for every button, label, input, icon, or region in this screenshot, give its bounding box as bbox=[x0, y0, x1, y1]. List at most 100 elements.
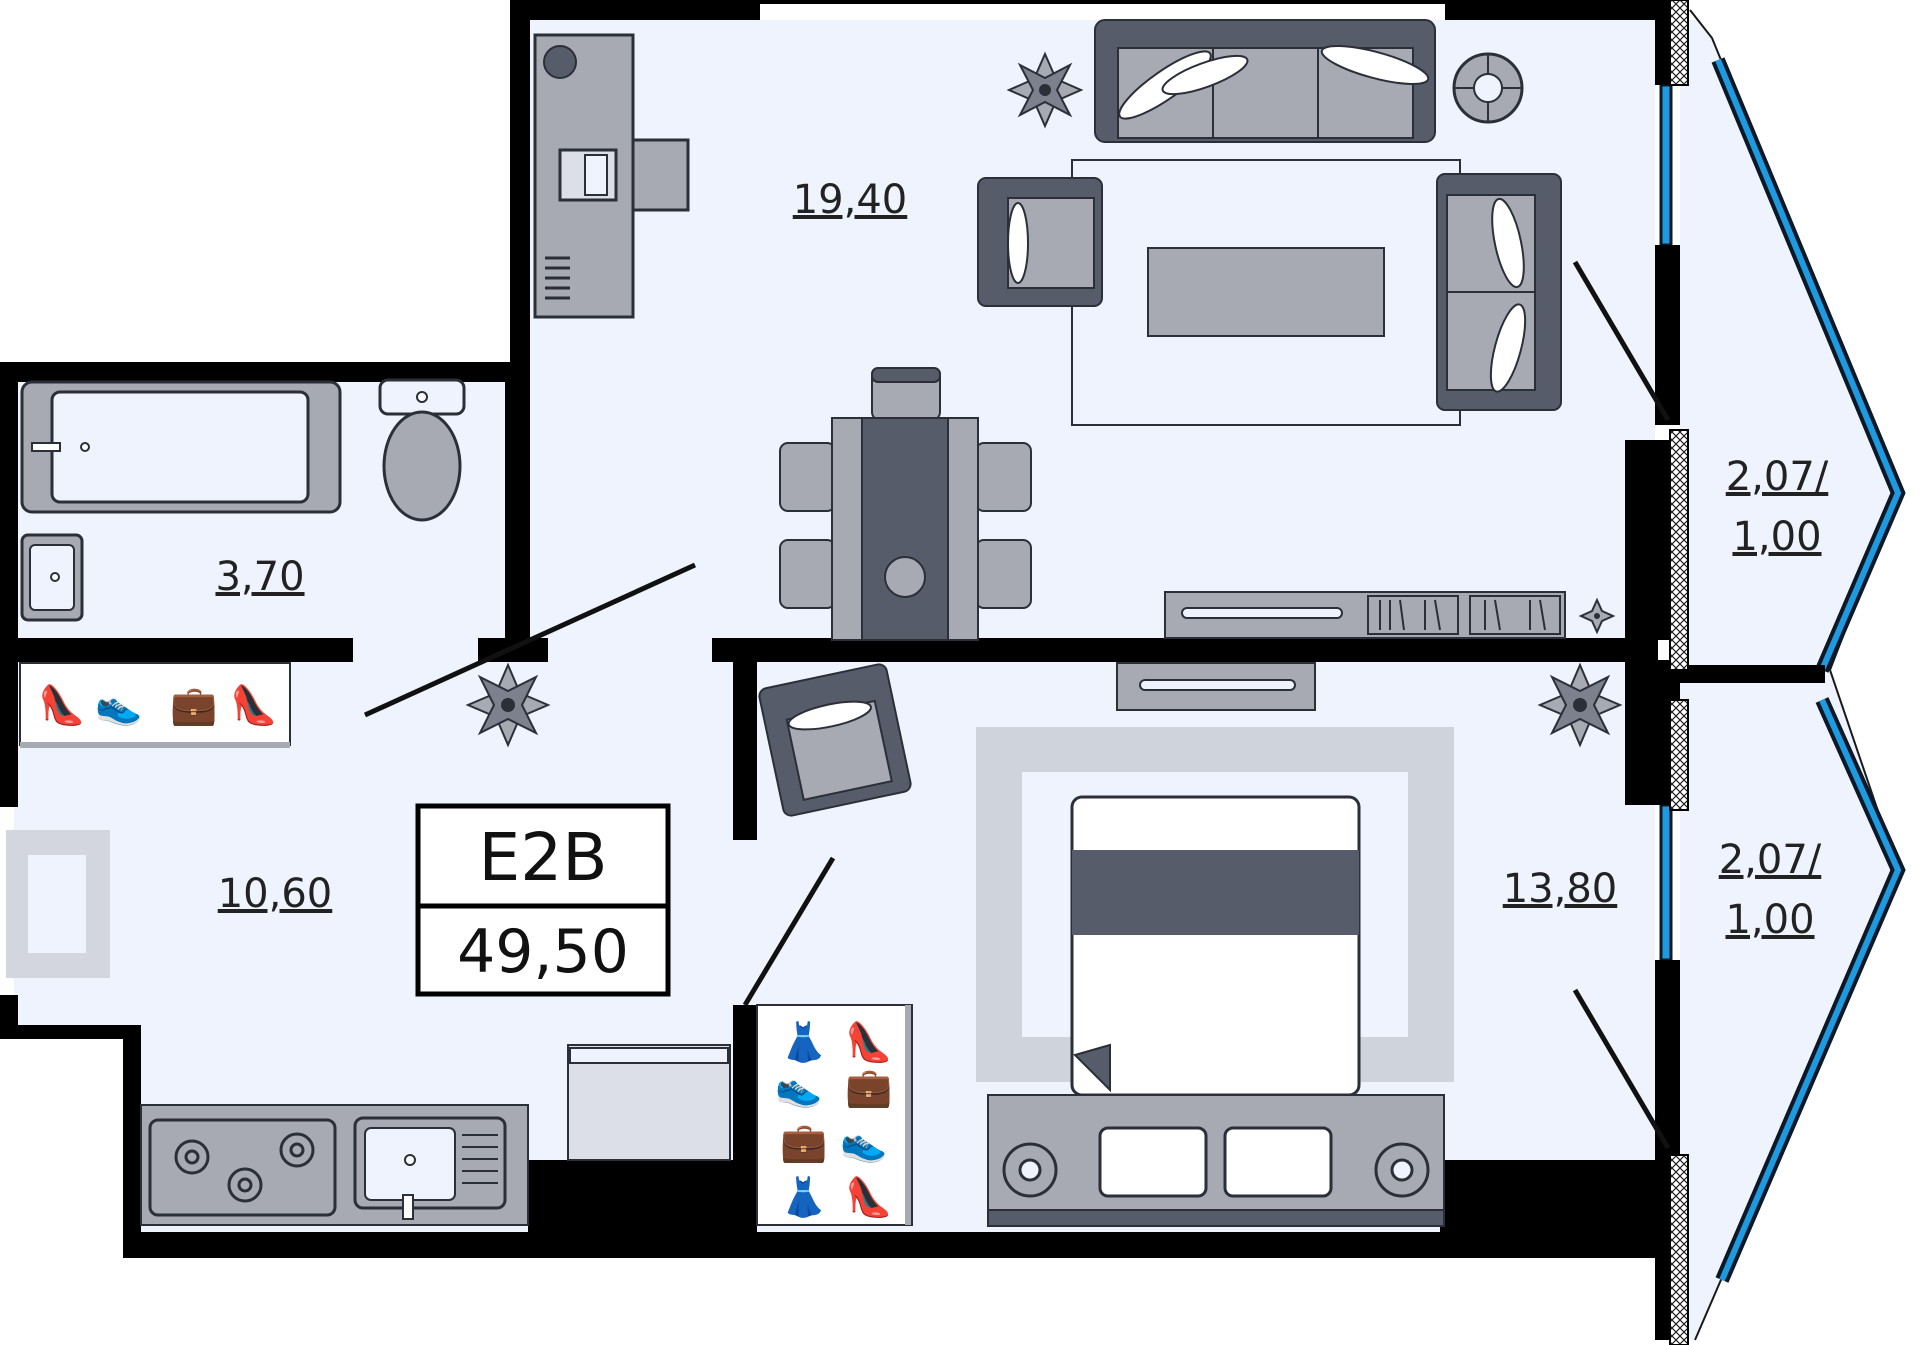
desk-chair bbox=[631, 138, 690, 212]
bedroom-furniture: 👗 👠 👟 💼 💼 👟 👗 👠 bbox=[756, 662, 1623, 1227]
room-area-living: 19,40 bbox=[793, 177, 908, 223]
kitchen-sink-tap bbox=[402, 1194, 414, 1220]
fridge bbox=[567, 1044, 731, 1161]
wall-top-right bbox=[1445, 0, 1680, 20]
nightstand-lamp-icon bbox=[1002, 1142, 1430, 1198]
plant-icon bbox=[1006, 51, 1084, 129]
dining-table-runner bbox=[861, 417, 949, 641]
doors bbox=[363, 260, 1671, 1150]
windows bbox=[1659, 57, 1906, 1283]
door-bedroom bbox=[742, 856, 836, 1007]
plant-icon bbox=[1537, 662, 1623, 748]
armchair-bedroom bbox=[758, 663, 912, 817]
shoe-icon: 👠 bbox=[38, 682, 85, 727]
sneaker-icon: 👟 bbox=[95, 683, 142, 728]
pillow bbox=[1098, 1126, 1208, 1198]
plant-icon bbox=[1578, 597, 1616, 635]
heel-icon: 👠 bbox=[845, 1019, 892, 1064]
briefcase-icon: 💼 bbox=[780, 1120, 827, 1164]
cooktop bbox=[148, 1118, 337, 1217]
bath-sink-drain bbox=[50, 572, 60, 582]
cushion-icon-6 bbox=[1489, 303, 1527, 393]
door-balcony-bottom bbox=[1572, 988, 1671, 1150]
vase-icon bbox=[884, 556, 926, 598]
wall-left-upper bbox=[0, 362, 18, 807]
wardrobe bbox=[756, 1004, 913, 1226]
room-area-hall-kitchen: 10,60 bbox=[218, 871, 333, 917]
wall-bedroom-left-top bbox=[733, 660, 757, 840]
pillow bbox=[1223, 1126, 1333, 1198]
wall-bedroom-block bbox=[1440, 1160, 1655, 1235]
dining-chair bbox=[975, 539, 1032, 609]
window-living bbox=[1659, 83, 1673, 247]
wall-left-lower bbox=[0, 995, 18, 1030]
dining-chair bbox=[779, 442, 836, 512]
floor-balcony-bottom bbox=[1680, 670, 1898, 1340]
room-area-bedroom: 13,80 bbox=[1503, 866, 1618, 912]
headboard bbox=[987, 1094, 1445, 1211]
wall-balcony-hatch-4 bbox=[1669, 1154, 1689, 1345]
wall-bottom bbox=[123, 1232, 1680, 1258]
briefcase-icon: 💼 bbox=[845, 1065, 892, 1109]
briefcase-icon: 💼 bbox=[170, 683, 217, 727]
sneaker-icon: 👟 bbox=[840, 1120, 887, 1165]
unit-code: E2B bbox=[479, 819, 608, 896]
burner-icon bbox=[174, 1132, 315, 1203]
dining-chair-back bbox=[871, 367, 941, 383]
living-room-furniture bbox=[533, 19, 1616, 641]
room-area-balcony-top-line2: 1,00 bbox=[1732, 514, 1821, 560]
sneaker-icon: 👟 bbox=[775, 1065, 822, 1110]
window-bedroom bbox=[1659, 803, 1673, 962]
wall-kitchen-block bbox=[528, 1160, 733, 1235]
floor-balcony-top bbox=[1680, 20, 1898, 670]
room-area-balcony-bottom-line1: 2,07/ bbox=[1719, 837, 1822, 883]
fridge-top bbox=[569, 1047, 729, 1064]
laptop-keys bbox=[584, 154, 608, 196]
door-bathroom bbox=[363, 562, 697, 718]
desk-lamp-icon bbox=[543, 45, 577, 79]
plant-icon bbox=[465, 662, 551, 748]
room-area-labels: 19,40 3,70 10,60 13,80 2,07/ 1,00 2,07/ … bbox=[215, 177, 1828, 943]
coffee-table bbox=[1147, 247, 1385, 337]
cushion-icon-4 bbox=[1007, 202, 1029, 284]
bathtub-drain bbox=[80, 442, 90, 452]
wall-balcony-hatch-2 bbox=[1669, 429, 1689, 671]
tv-icon bbox=[1181, 607, 1343, 619]
heel-icon: 👠 bbox=[845, 1174, 892, 1219]
drainboard bbox=[462, 1134, 498, 1184]
wall-living-bedroom bbox=[712, 638, 1658, 662]
unit-total-area: 49,50 bbox=[457, 917, 629, 987]
wall-balcony-divider bbox=[1660, 665, 1825, 683]
room-area-balcony-top-line1: 2,07/ bbox=[1726, 454, 1829, 500]
wall-bath-right bbox=[505, 362, 530, 640]
kitchen-sink-drain bbox=[404, 1154, 416, 1166]
dress-icon: 👗 bbox=[780, 1175, 827, 1219]
door-balcony-top bbox=[1572, 260, 1671, 422]
wall-balcony-hatch-3 bbox=[1669, 699, 1689, 811]
books-icon bbox=[545, 256, 570, 300]
toilet-bowl bbox=[382, 410, 462, 522]
unit-label-box: E2B 49,50 bbox=[415, 803, 671, 997]
wall-kitchen-step bbox=[0, 1025, 141, 1039]
dress-icon: 👗 bbox=[780, 1020, 827, 1064]
bookshelf-icon bbox=[1367, 595, 1561, 635]
wall-bath-top bbox=[0, 362, 530, 382]
dining-chair bbox=[779, 539, 836, 609]
room-area-balcony-bottom-line2: 1,00 bbox=[1725, 897, 1814, 943]
walls bbox=[0, 0, 1825, 1345]
room-area-bathroom: 3,70 bbox=[215, 554, 304, 600]
headboard-base bbox=[987, 1209, 1445, 1227]
hall-kitchen-fixtures: 👠 👟 💼 👠 bbox=[6, 662, 731, 1226]
wall-right-a bbox=[1655, 245, 1680, 425]
cushion-icon-5 bbox=[1491, 197, 1525, 289]
wall-top bbox=[510, 0, 760, 20]
window-balcony-top-glass bbox=[1715, 58, 1902, 672]
dining-chair bbox=[975, 442, 1032, 512]
bathtub-inner bbox=[50, 390, 310, 504]
shoe-shelf bbox=[19, 662, 291, 746]
heel-icon: 👠 bbox=[230, 682, 277, 727]
door-mat-inner bbox=[28, 855, 86, 953]
cushion-icon-3 bbox=[1320, 45, 1430, 85]
cushion-icon-2 bbox=[1161, 54, 1249, 96]
